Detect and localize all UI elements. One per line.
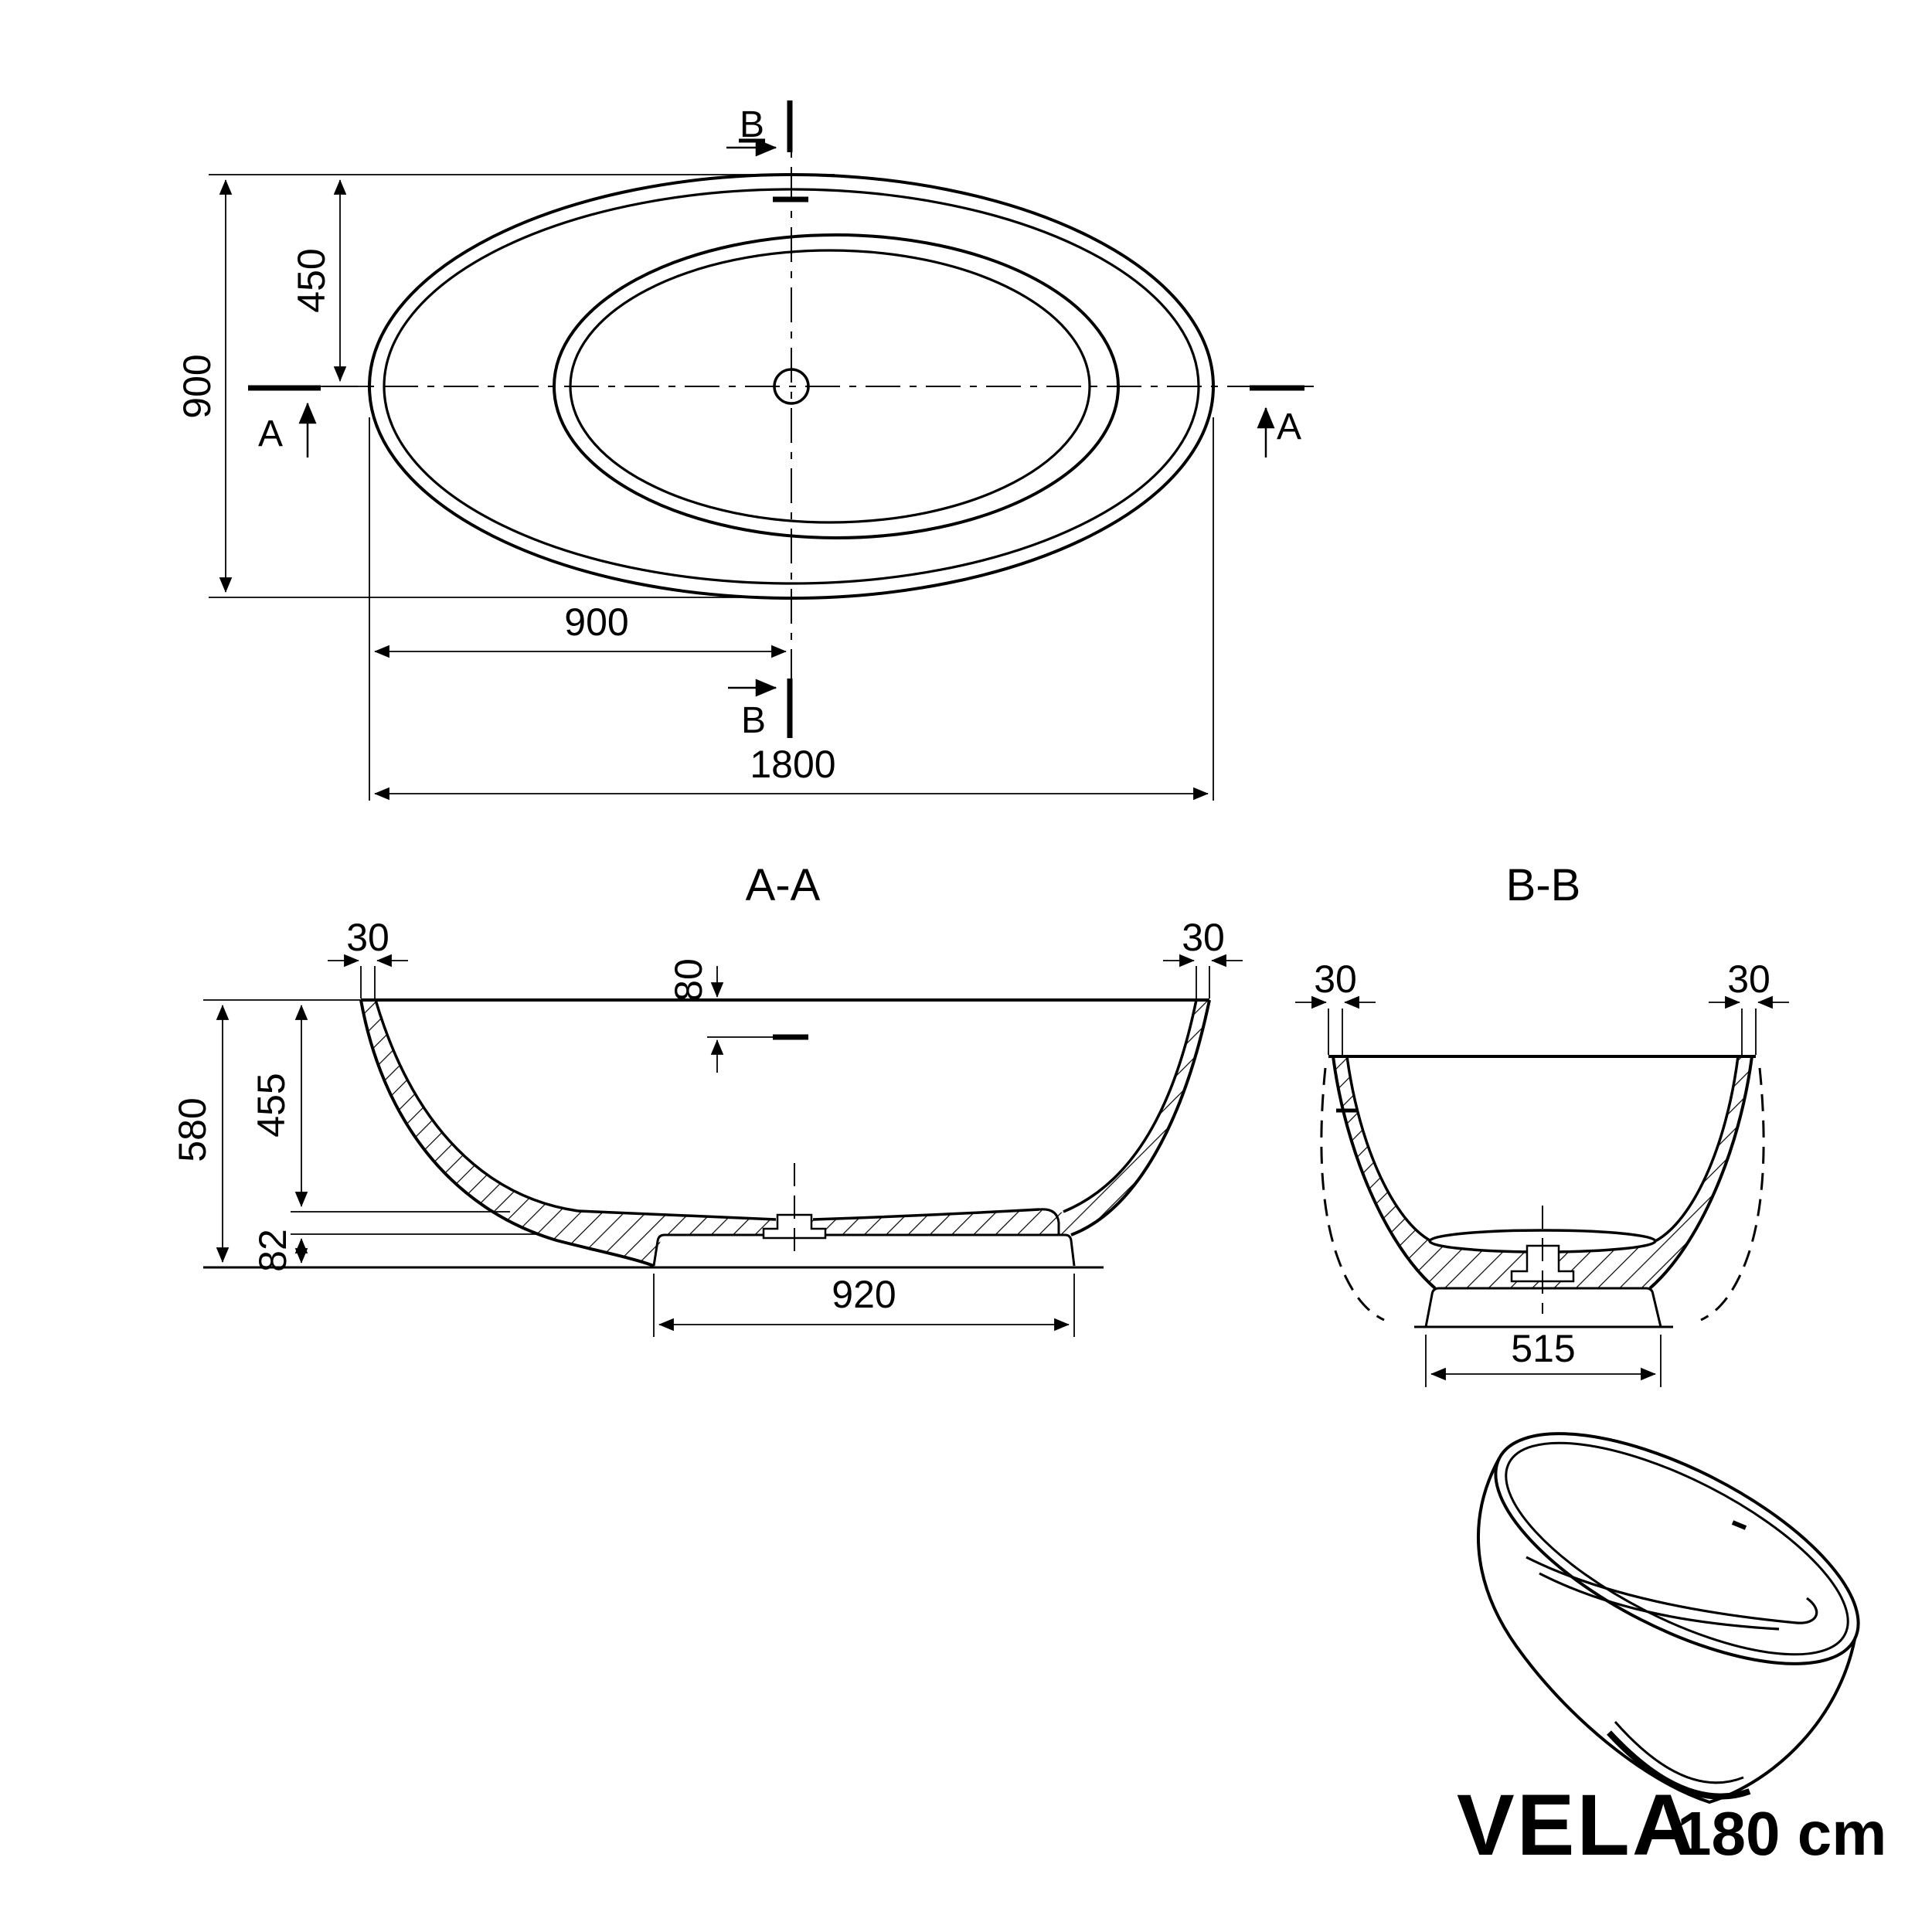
model-size: 180 cm (1677, 1799, 1886, 1868)
section-bb-labels: B-B 30 30 515 (1314, 860, 1770, 1370)
aa-overflow-depth-label: 80 (667, 958, 710, 1002)
plan-view-labels: 900 450 900 1800 A A B B (175, 104, 1301, 786)
bb-left-wall-inner (1345, 1056, 1432, 1243)
aa-base-height-label: 82 (251, 1229, 294, 1272)
bb-outer-profile-dashed-right (1700, 1067, 1765, 1321)
persp-body-silhouette (1477, 1458, 1856, 1804)
aa-interior-step-right (1039, 1208, 1060, 1235)
persp-interior-bottom (1539, 1572, 1780, 1631)
bb-drain (1510, 1244, 1575, 1283)
aa-dim-heights (216, 1005, 541, 1264)
section-marker-b-top (726, 100, 793, 157)
aa-base-length-label: 920 (832, 1273, 896, 1316)
aa-dim-base (653, 1274, 1075, 1337)
aa-wall-right-label: 30 (1182, 916, 1225, 959)
perspective-view (1477, 1432, 1860, 1804)
bb-outer-profile-dashed-left (1320, 1067, 1385, 1321)
plan-view (209, 100, 1314, 801)
aa-wall-left-label: 30 (346, 916, 389, 959)
aa-inner-depth-label: 455 (250, 1073, 293, 1137)
persp-base-edge-inner (1614, 1721, 1744, 1784)
section-bb (1295, 995, 1789, 1387)
bb-wall-left-label: 30 (1314, 957, 1357, 1001)
aa-right-wall-outer (1070, 999, 1211, 1236)
dim-half-length-label: 900 (564, 600, 628, 644)
aa-base (652, 1233, 1076, 1267)
persp-overflow-mark (1731, 1520, 1747, 1530)
section-marker-a-left (248, 385, 321, 457)
aa-interior-bottom-right (812, 1208, 1040, 1221)
marker-b-top-label: B (740, 104, 764, 145)
section-marker-a-right (1250, 385, 1304, 457)
bb-right-wall-outer (1648, 1056, 1753, 1290)
bb-dim-base (1425, 1335, 1662, 1387)
aa-left-wall-outer (359, 999, 655, 1267)
aa-interior-bottom-left (577, 1209, 777, 1221)
bb-left-wall-outer (1332, 1056, 1437, 1290)
section-marker-b-bottom (728, 679, 793, 738)
dim-overall-length-label: 1800 (750, 743, 835, 786)
section-aa-labels: A-A 30 30 80 580 455 82 920 (171, 860, 1225, 1316)
section-bb-title: B-B (1506, 860, 1581, 910)
aa-overall-height-label: 580 (171, 1097, 214, 1162)
aa-dim-wall-right (1163, 954, 1243, 998)
persp-interior-edge (1526, 1556, 1818, 1624)
model-name: VELA (1457, 1777, 1697, 1873)
aa-dim-overflow (707, 966, 808, 1073)
bb-wall-right-label: 30 (1727, 957, 1770, 1001)
bb-right-wall-inner (1655, 1056, 1740, 1243)
bb-dim-wall-right (1709, 995, 1789, 1055)
dim-half-width-label: 450 (290, 248, 333, 312)
persp-base-edge (1607, 1730, 1751, 1800)
marker-b-bottom-label: B (741, 700, 766, 741)
dim-overall-width-label: 900 (175, 354, 219, 418)
marker-a-left-label: A (258, 413, 283, 454)
title-block: VELA 180 cm (1457, 1777, 1886, 1873)
section-aa (203, 954, 1243, 1337)
aa-right-wall-inner (1063, 999, 1198, 1213)
aa-dim-wall-left (328, 954, 408, 998)
aa-left-wall-inner (374, 999, 579, 1213)
aa-drain (762, 1213, 827, 1240)
bb-dim-wall-left (1295, 995, 1376, 1055)
section-aa-title: A-A (746, 860, 821, 910)
bb-base-width-label: 515 (1511, 1327, 1575, 1370)
marker-a-right-label: A (1277, 406, 1301, 447)
